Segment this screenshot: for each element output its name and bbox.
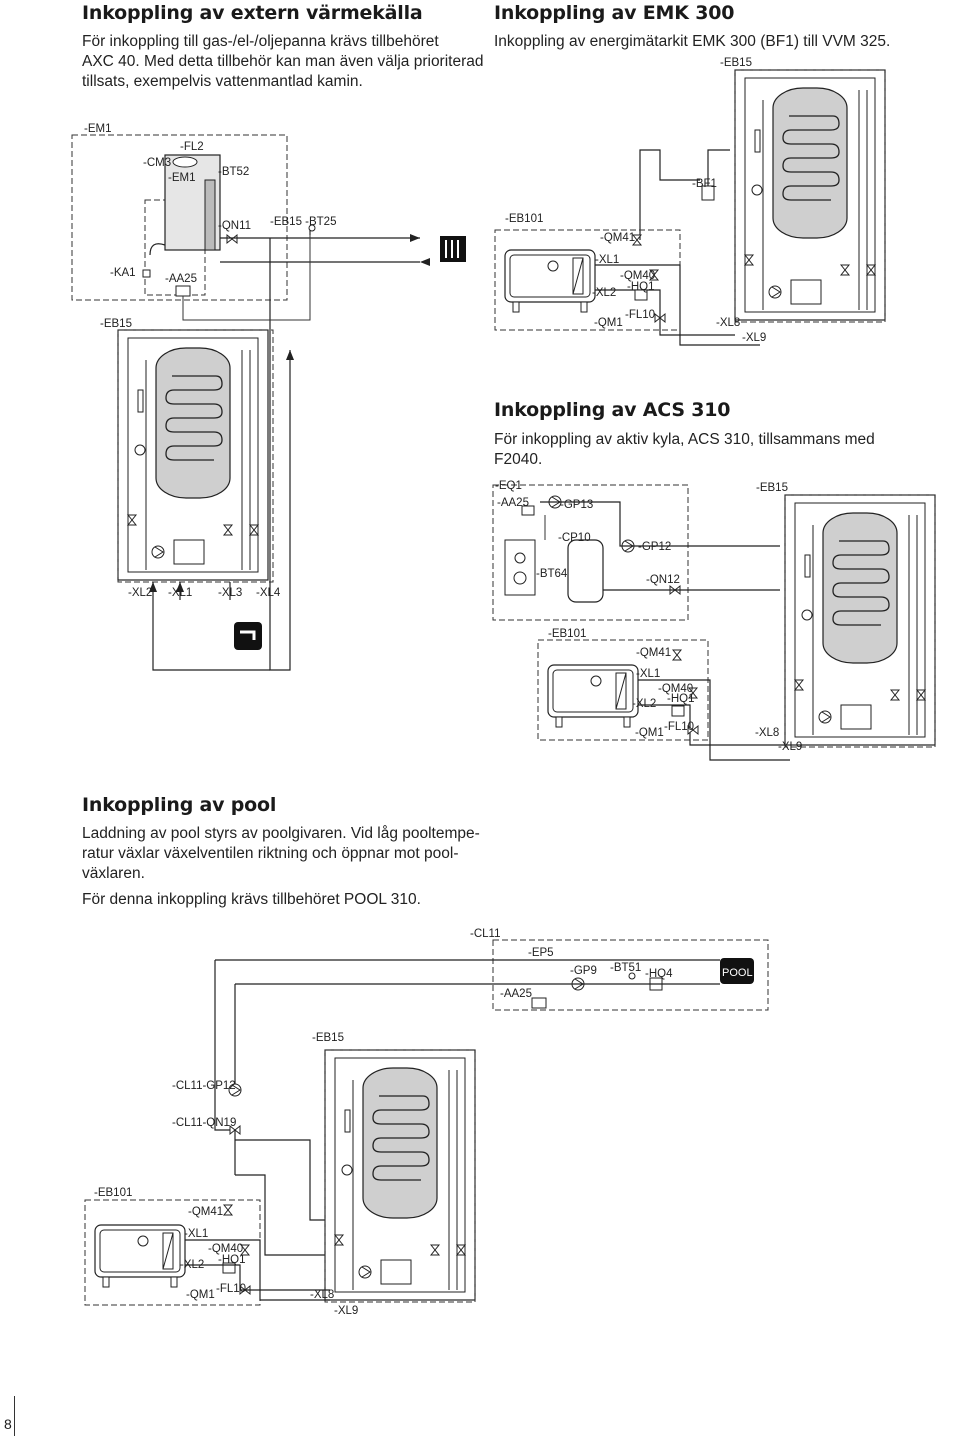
- label-qm1: -QM1: [186, 1289, 215, 1301]
- label-xl2: -XL2: [128, 587, 152, 599]
- label-eb15: -EB15: [312, 1032, 344, 1044]
- label-bt51: -BT51: [610, 962, 641, 974]
- heading-pool: Inkoppling av pool: [82, 794, 277, 816]
- label-qn11: -QN11: [218, 220, 251, 232]
- diagram-acs: -EQ1 -AA25 -GP13 -CP10 -GP12 -BT64 -QN12…: [492, 480, 935, 761]
- label-qm41: -QM41: [600, 232, 635, 244]
- heading-emk: Inkoppling av EMK 300: [494, 2, 735, 24]
- label-cp10: -CP10: [558, 532, 591, 544]
- label-eb15-bt25: -EB15 -BT25: [270, 216, 336, 228]
- text-pool-note: För denna inkoppling krävs tillbehöret P…: [82, 891, 421, 908]
- label-qm40: -QM40: [620, 270, 655, 282]
- label-hq1: -HQ1: [627, 281, 654, 293]
- label-eb101: -EB101: [548, 628, 586, 640]
- label-aa25: -AA25: [165, 273, 197, 285]
- heading-extern: Inkoppling av extern värmekälla: [82, 2, 423, 24]
- label-hq1: -HQ1: [218, 1254, 245, 1266]
- label-xl3: -XL3: [218, 587, 242, 599]
- label-em1-inner: -EM1: [168, 172, 195, 184]
- page-number: 8: [4, 1416, 12, 1432]
- label-cl11-qn19: -CL11-QN19: [172, 1117, 236, 1129]
- label-xl2b: -XL2: [592, 287, 616, 299]
- label-xl4: -XL4: [256, 587, 281, 599]
- label-xl2: -XL2: [180, 1259, 204, 1271]
- label-hq1: -HQ1: [667, 693, 694, 705]
- label-xl1: -XL1: [184, 1228, 208, 1240]
- label-gp13: -GP13: [560, 499, 593, 511]
- label-eb101: -EB101: [505, 213, 543, 225]
- label-aa25: -AA25: [500, 988, 532, 1000]
- diagram-extern-emk: -EM1 -FL2 -CM3 -EM1 -BT52 -QN11 -EB15 -B…: [71, 57, 885, 671]
- label-eb101: -EB101: [94, 1187, 132, 1199]
- label-qm40: -QM40: [658, 683, 693, 695]
- text-extern: För inkoppling till gas-/el-/oljepanna k…: [82, 32, 502, 92]
- label-qm1: -QM1: [635, 727, 664, 739]
- heading-acs: Inkoppling av ACS 310: [494, 399, 731, 421]
- label-pool: POOL: [722, 967, 753, 979]
- label-fl10: -FL10: [664, 721, 694, 733]
- label-hq4: -HQ4: [645, 968, 673, 980]
- text-line: Inkoppling av energimätarkit EMK 300 (BF…: [494, 33, 891, 50]
- label-qm1: -QM1: [594, 317, 623, 329]
- label-xl9: -XL9: [742, 332, 766, 344]
- label-fl10: -FL10: [625, 309, 655, 321]
- text-line: AXC 40. Med detta tillbehör kan man även…: [82, 53, 484, 70]
- label-em1: -EM1: [84, 123, 111, 135]
- label-eb15: -EB15: [100, 318, 132, 330]
- text-line: tillsats, exempelvis vattenmantlad kamin…: [82, 73, 363, 90]
- page-edge-line: [14, 1396, 15, 1436]
- text-line: Laddning av pool styrs av poolgivaren. V…: [82, 825, 480, 842]
- label-xl8: -XL8: [310, 1289, 334, 1301]
- label-fl10: -FL10: [216, 1283, 246, 1295]
- label-gp12: -GP12: [638, 541, 671, 553]
- label-xl8: -XL8: [716, 317, 740, 329]
- label-qm40: -QM40: [208, 1243, 243, 1255]
- label-bt64: -BT64: [536, 568, 568, 580]
- label-cl11-gp12: -CL11-GP12: [172, 1080, 236, 1092]
- text-line: För inkoppling till gas-/el-/oljepanna k…: [82, 33, 439, 50]
- text-line: växlaren.: [82, 865, 145, 882]
- label-bt52: -BT52: [218, 166, 249, 178]
- label-ep5: -EP5: [528, 947, 554, 959]
- label-xl8: -XL8: [755, 727, 779, 739]
- label-aa25: -AA25: [497, 497, 529, 509]
- text-pool: Laddning av pool styrs av poolgivaren. V…: [82, 824, 502, 884]
- label-qm41: -QM41: [188, 1206, 223, 1218]
- text-line: ratur växlar växelventilen riktning och …: [82, 845, 459, 862]
- text-line: F2040.: [494, 451, 543, 468]
- text-acs: För inkoppling av aktiv kyla, ACS 310, t…: [494, 430, 934, 470]
- label-xl9: -XL9: [334, 1305, 358, 1317]
- label-xl1: -XL1: [168, 587, 192, 599]
- label-eb15-top: -EB15: [720, 57, 752, 69]
- label-ka1: -KA1: [110, 267, 136, 279]
- label-cl11: -CL11: [470, 928, 500, 940]
- label-qn12: -QN12: [646, 574, 680, 586]
- label-xl2: -XL2: [632, 698, 656, 710]
- label-eq1: -EQ1: [495, 480, 522, 492]
- text-line: För inkoppling av aktiv kyla, ACS 310, t…: [494, 431, 875, 448]
- label-cm3: -CM3: [143, 157, 171, 169]
- label-bf1: -BF1: [692, 178, 717, 190]
- text-emk: Inkoppling av energimätarkit EMK 300 (BF…: [494, 32, 934, 52]
- label-qm41: -QM41: [636, 647, 671, 659]
- label-eb15: -EB15: [756, 482, 788, 494]
- label-gp9: -GP9: [570, 965, 597, 977]
- label-fl2: -FL2: [180, 141, 204, 153]
- diagram-pool: POOL -CL11 -EP5 -GP9 -BT51 -HQ4 -AA25 -E…: [84, 928, 769, 1317]
- label-xl9: -XL9: [778, 741, 802, 753]
- label-xl1: -XL1: [636, 668, 660, 680]
- label-xl1b: -XL1: [595, 254, 619, 266]
